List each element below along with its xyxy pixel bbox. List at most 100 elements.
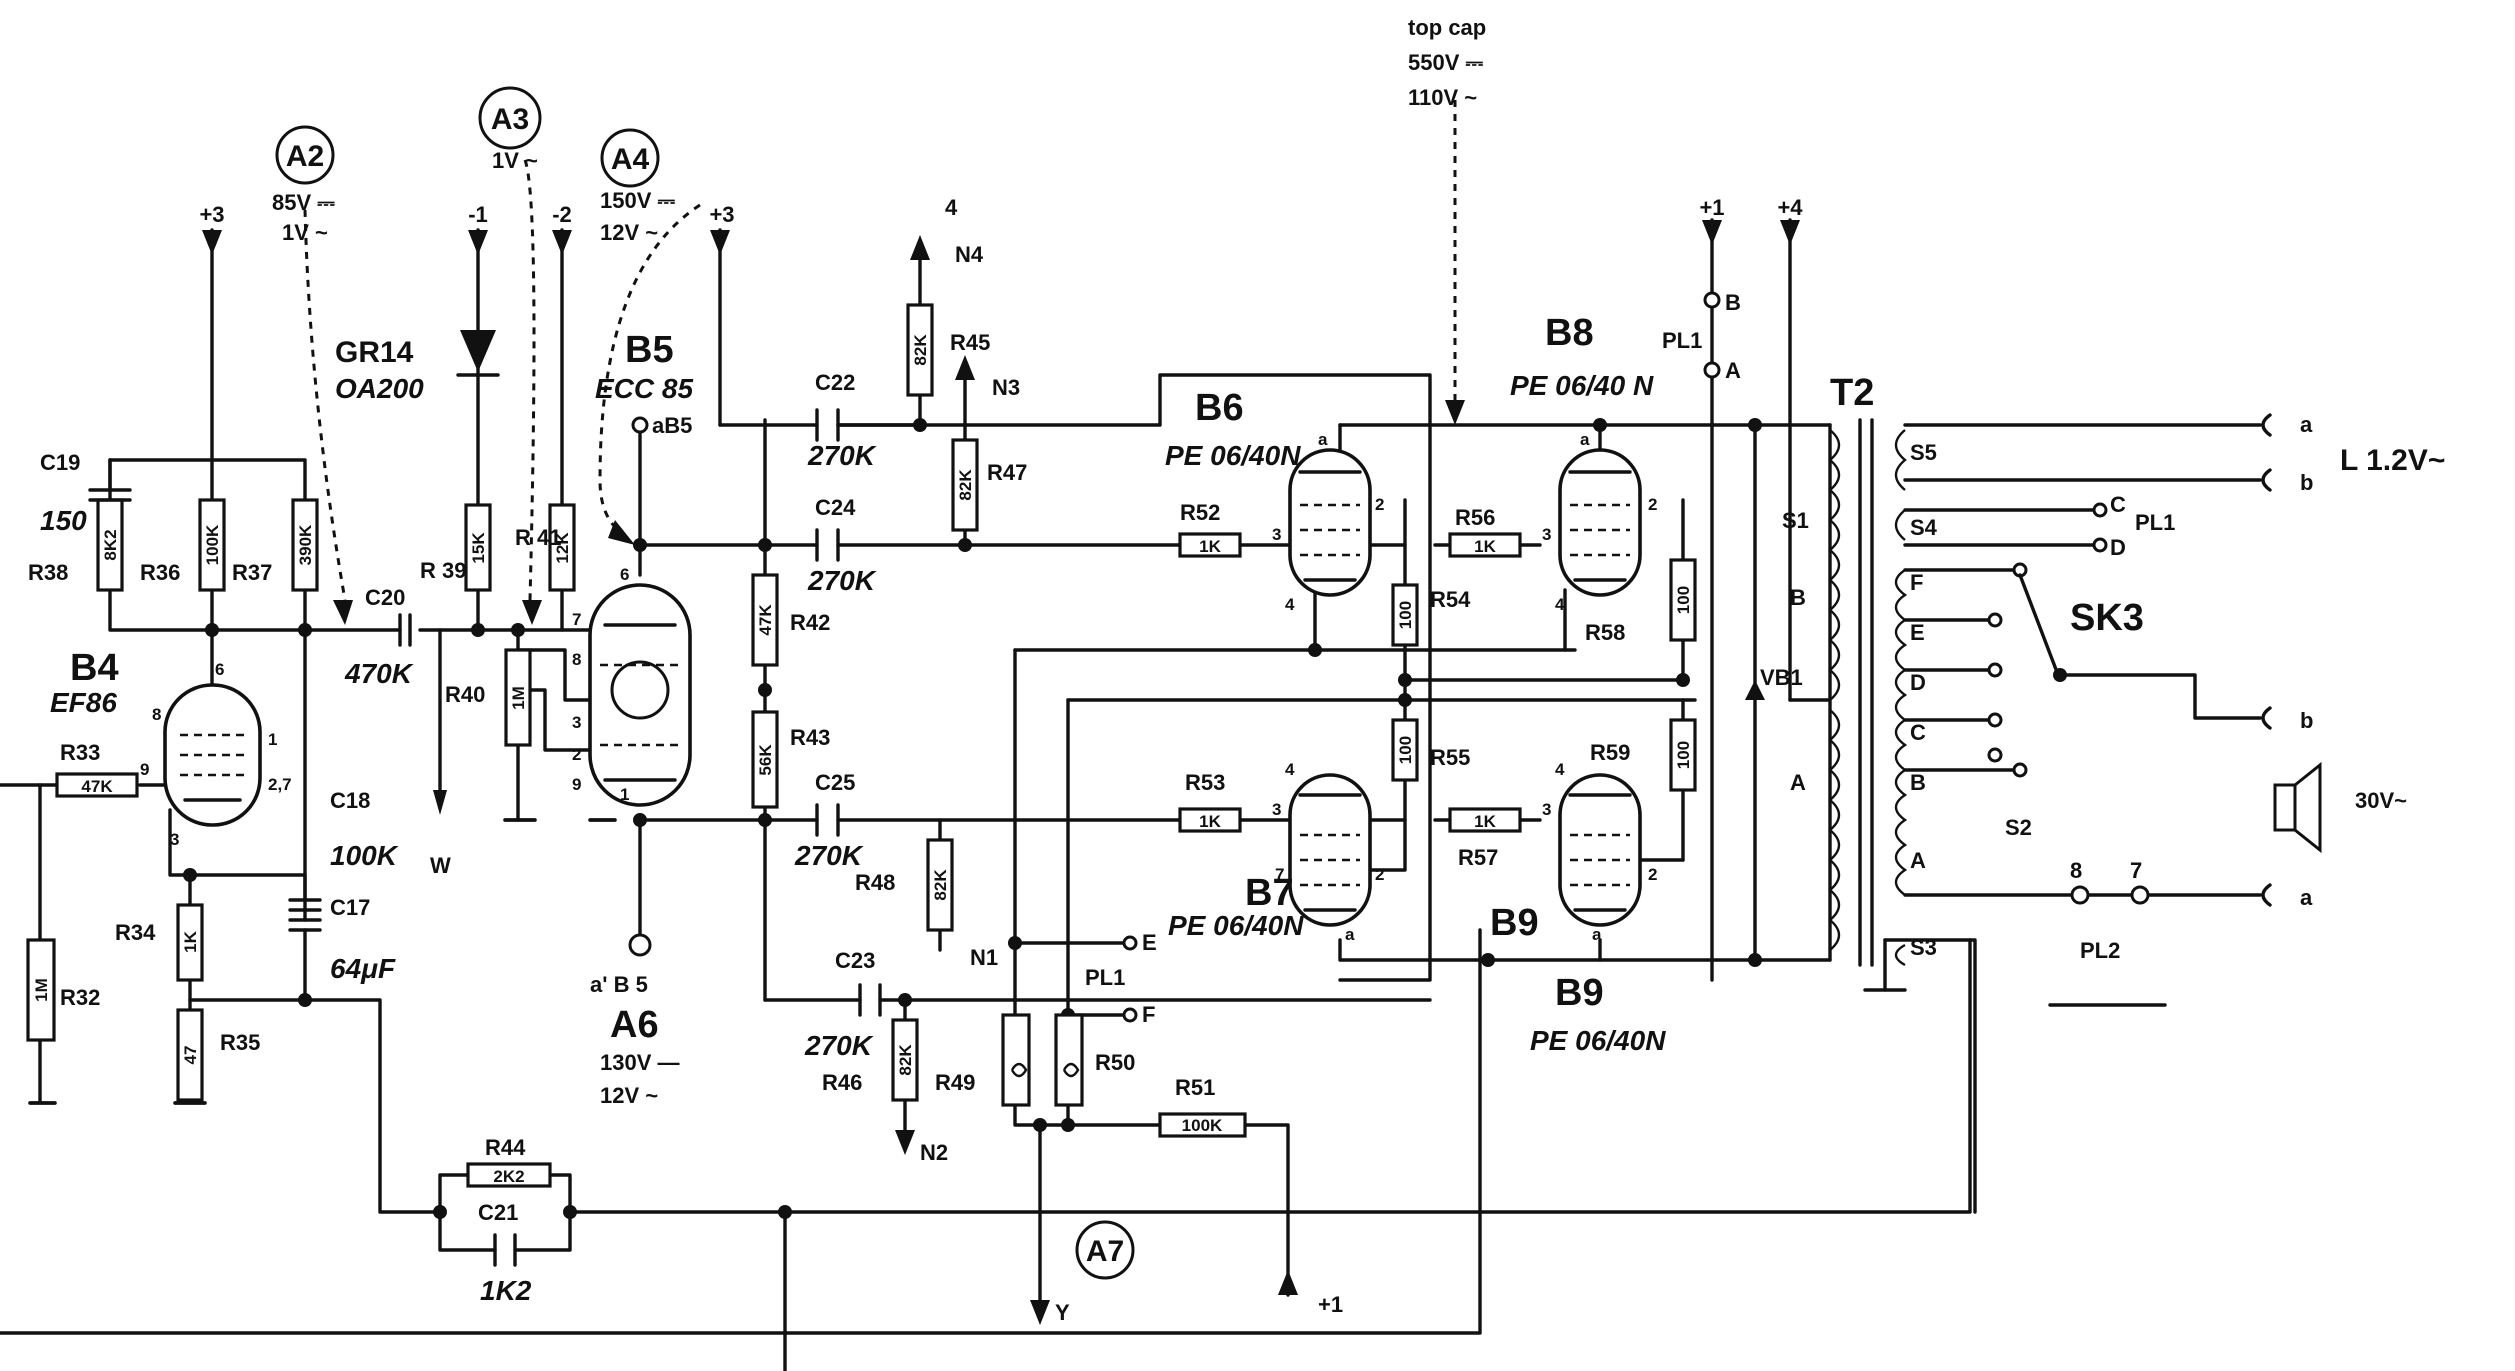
sw-d: D	[1910, 670, 1926, 695]
a6-label: A6	[610, 1004, 659, 1046]
c21-value: 1K2	[480, 1275, 532, 1306]
r44-label: R44	[485, 1135, 526, 1160]
r45-label: R45	[950, 330, 990, 355]
r52-label: R52	[1180, 500, 1220, 525]
r36-label: R36	[140, 560, 180, 585]
tube-b6	[1288, 448, 1372, 597]
r50-label: R50	[1095, 1050, 1135, 1075]
r33-label: R33	[60, 740, 100, 765]
r48-label: R48	[855, 870, 895, 895]
sk3-switch	[1987, 562, 2062, 778]
r58-label: R58	[1585, 620, 1625, 645]
sw-a: A	[1910, 848, 1926, 873]
term-d: D	[2110, 535, 2126, 560]
gr14-diode	[456, 330, 500, 377]
tube-b5	[588, 583, 692, 807]
b4-label: B4	[70, 647, 119, 689]
r58-value: 100	[1674, 586, 1693, 614]
a6-ac: 12V ~	[600, 1083, 658, 1108]
r41-label: R 41	[515, 525, 561, 550]
b5-pin-7: 7	[572, 610, 581, 629]
r39-value: 15K	[469, 532, 488, 564]
b6-pin-a: a	[1318, 430, 1328, 449]
b8-pin-a: a	[1580, 430, 1590, 449]
r46-value: 82K	[896, 1044, 915, 1076]
term-a1: a	[2300, 412, 2313, 437]
b9-pin-3: 3	[1542, 800, 1551, 819]
a2-dc: 85V ⎓	[272, 190, 335, 215]
rail-minus2: -2	[552, 202, 572, 227]
tube-b9	[1558, 773, 1642, 927]
probe-leads	[303, 100, 1465, 625]
supply-arrows	[202, 220, 1800, 1325]
capacitors	[88, 408, 882, 1267]
r45-value: 82K	[911, 334, 930, 366]
rail-plus1-bottom: +1	[1318, 1292, 1343, 1317]
b5-pin-3: 3	[572, 713, 581, 732]
c22-value: 270K	[807, 440, 877, 471]
b4-pin-9: 9	[140, 760, 149, 779]
output-terminals	[628, 291, 2272, 1023]
a2-ac: 1V ~	[282, 220, 328, 245]
l-out-label: L 1.2V~	[2340, 444, 2445, 477]
b7-label: B7	[1245, 872, 1294, 914]
top-cap-ac: 110V ~	[1408, 85, 1477, 110]
sw-f: F	[1910, 570, 1923, 595]
b5-pin-6: 6	[620, 565, 629, 584]
r57-value: 1K	[1474, 812, 1496, 831]
c17-label: C17	[330, 895, 370, 920]
s3-label: S3	[1910, 935, 1937, 960]
n4-number: 4	[945, 195, 958, 220]
rail-plus3-b: +3	[709, 202, 734, 227]
pl1-a: A	[1725, 358, 1741, 383]
w-label: W	[430, 853, 451, 878]
b7-type: PE 06/40N	[1168, 910, 1304, 941]
b5-pin-8: 8	[572, 650, 581, 669]
r43-label: R43	[790, 725, 830, 750]
b7-pin-7: 7	[1275, 865, 1284, 884]
y-label: Y	[1055, 1300, 1070, 1325]
r46-label: R46	[822, 1070, 862, 1095]
r47-label: R47	[987, 460, 1027, 485]
c19-label: C19	[40, 450, 80, 475]
s4-label: S4	[1910, 515, 1938, 540]
s1-label: S1	[1782, 508, 1809, 533]
r35-label: R35	[220, 1030, 260, 1055]
c22-label: C22	[815, 370, 855, 395]
term-c: C	[2110, 492, 2126, 517]
b9-mid-label: B9	[1490, 902, 1539, 944]
r59-label: R59	[1590, 740, 1630, 765]
r37-label: R37	[232, 560, 272, 585]
ef86-label: EF86	[50, 687, 117, 718]
r53-label: R53	[1185, 770, 1225, 795]
b4-pin-27: 2,7	[268, 775, 292, 794]
r32-label: R32	[60, 985, 100, 1010]
n3-label: N3	[992, 375, 1020, 400]
r42-label: R42	[790, 610, 830, 635]
tap-b1: B	[1790, 585, 1806, 610]
sw-c: C	[1910, 720, 1926, 745]
f-label: F	[1142, 1002, 1155, 1027]
n2-label: N2	[920, 1140, 948, 1165]
tap-a1: A	[1790, 770, 1806, 795]
speaker-icon	[2273, 761, 2322, 854]
b7-pin-4: 4	[1285, 760, 1295, 779]
a4-label: A4	[611, 143, 650, 176]
a2-label: A2	[286, 140, 324, 173]
r47-value: 82K	[956, 469, 975, 501]
rail-plus4: +4	[1777, 195, 1803, 220]
b9-label: B9	[1555, 972, 1604, 1014]
pl2-label: PL2	[2080, 938, 2120, 963]
r52-value: 1K	[1199, 537, 1221, 556]
b4-pin-8: 8	[152, 705, 161, 724]
rail-minus1: -1	[468, 202, 488, 227]
b8-type: PE 06/40 N	[1510, 370, 1654, 401]
c25-label: C25	[815, 770, 855, 795]
pl2-7: 7	[2130, 858, 2142, 883]
s5-label: S5	[1910, 440, 1937, 465]
a3-label: A3	[491, 103, 529, 136]
sw-b: B	[1910, 770, 1926, 795]
b5-pin-9: 9	[572, 775, 581, 794]
b6-pin-2: 2	[1375, 495, 1384, 514]
r34-label: R34	[115, 920, 156, 945]
